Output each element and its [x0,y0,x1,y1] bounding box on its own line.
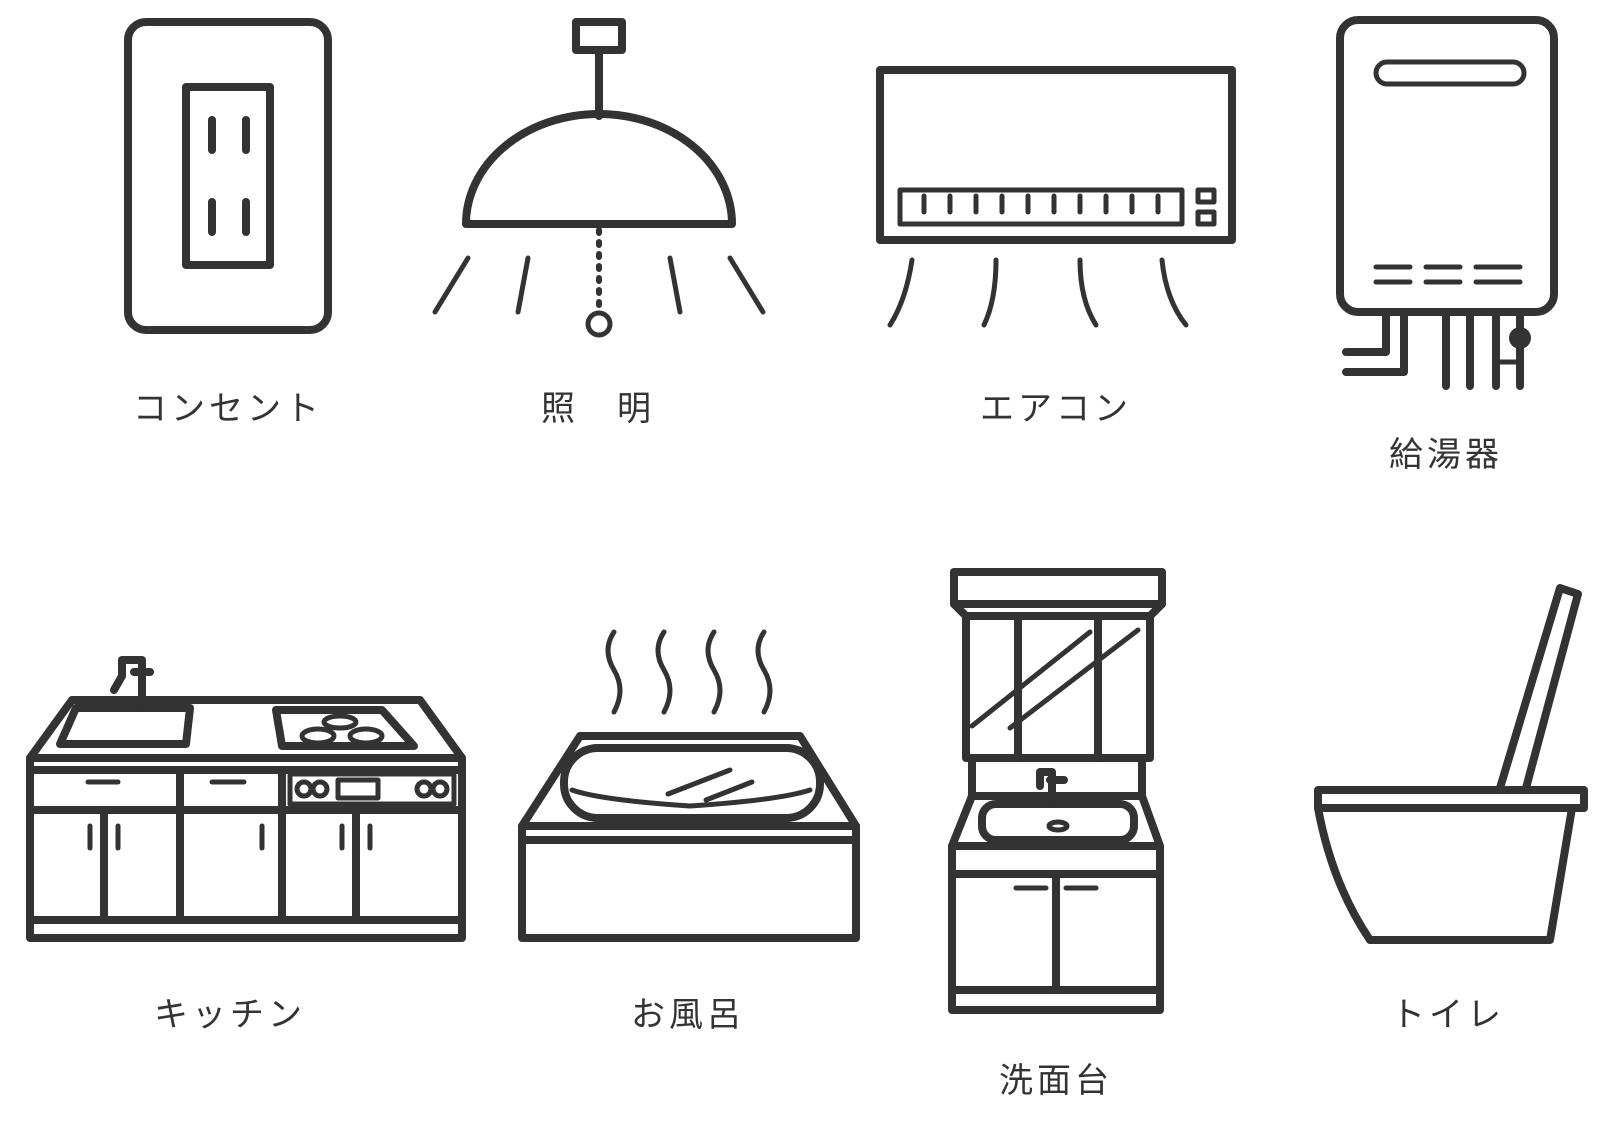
ceiling-light-icon [432,18,766,338]
label-water-heater: 給湯器 [1389,435,1503,475]
label-vanity: 洗面台 [999,1061,1113,1101]
kitchen-icon [26,656,466,942]
label-toilet: トイレ [1391,995,1505,1035]
label-outlet: コンセント [133,389,323,429]
washbasin-icon [948,568,1166,1014]
air-conditioner-icon [876,66,1236,328]
toilet-icon [1314,584,1588,944]
label-aircon: エアコン [980,389,1132,429]
water-heater-icon [1336,16,1558,390]
label-kitchen: キッチン [154,995,306,1035]
label-bath: お風呂 [631,995,745,1035]
label-lighting: 照 明 [541,389,655,429]
bathtub-icon [518,629,860,942]
outlet-icon [124,18,332,334]
